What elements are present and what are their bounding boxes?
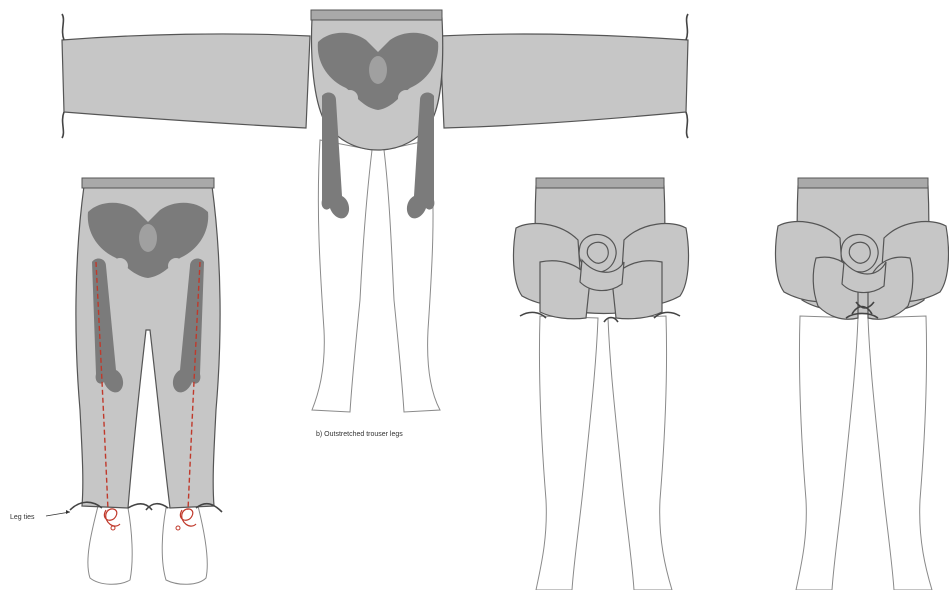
- panel-b-waistband: [311, 10, 442, 20]
- panel-b-caption: b) Outstretched trouser legs: [316, 431, 403, 438]
- panel-a-right-foot: [162, 506, 207, 584]
- panel-c-knotted: [514, 178, 689, 590]
- panel-c-waistband: [536, 178, 664, 188]
- panel-a-tied-legs: [46, 178, 222, 584]
- panel-a-waistband: [82, 178, 214, 188]
- panel-d-left-leg-outline: [796, 316, 858, 590]
- panel-b-left-leg: [62, 34, 310, 128]
- panel-d-waistband: [798, 178, 928, 188]
- panel-d-right-leg-outline: [868, 316, 932, 590]
- leg-ties-label: Leg ties: [10, 514, 35, 521]
- panel-a-left-foot: [88, 506, 132, 584]
- panel-d-knotted-tied: [776, 178, 949, 590]
- panel-c-right-leg-outline: [608, 316, 672, 590]
- panel-c-left-leg-outline: [536, 316, 598, 590]
- panel-b-right-leg: [440, 34, 688, 128]
